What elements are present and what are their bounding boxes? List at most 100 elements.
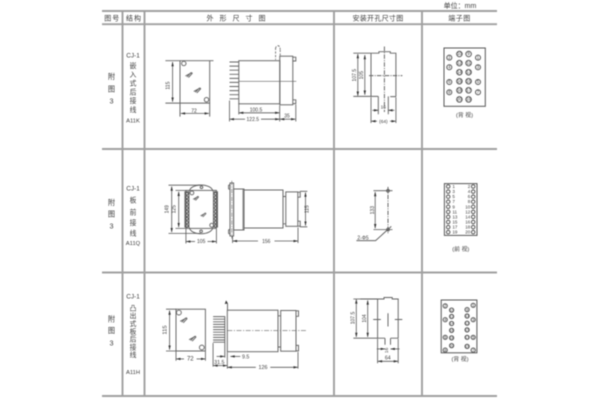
svg-text:6: 6 [444, 335, 447, 340]
svg-text:5: 5 [472, 335, 475, 340]
svg-text:线: 线 [130, 228, 137, 237]
svg-text:107.5: 107.5 [352, 69, 358, 82]
svg-text:4: 4 [468, 189, 471, 194]
svg-text:31.5: 31.5 [214, 360, 224, 366]
svg-text:11: 11 [452, 209, 457, 214]
svg-text:10: 10 [465, 204, 471, 209]
svg-text:9.5: 9.5 [242, 354, 249, 360]
svg-text:105: 105 [359, 71, 365, 80]
svg-text:14: 14 [457, 69, 462, 74]
svg-text:出: 出 [130, 311, 137, 320]
svg-text:20: 20 [449, 343, 454, 348]
svg-text:板: 板 [130, 327, 137, 336]
svg-text:105: 105 [197, 239, 206, 245]
svg-text:7: 7 [477, 89, 480, 94]
svg-text:156: 156 [262, 239, 271, 245]
svg-text:9: 9 [466, 307, 469, 312]
svg-text:8: 8 [444, 347, 447, 352]
svg-text:14: 14 [449, 321, 454, 326]
svg-text:15: 15 [466, 78, 471, 83]
svg-text:115: 115 [163, 325, 169, 334]
svg-text:A11Q: A11Q [126, 241, 141, 247]
svg-text:接: 接 [130, 218, 137, 227]
svg-text:19: 19 [452, 230, 458, 235]
svg-text:CJ-1: CJ-1 [126, 186, 140, 193]
svg-text:149: 149 [164, 205, 170, 214]
svg-text:前: 前 [130, 207, 137, 216]
svg-text:后: 后 [130, 87, 137, 96]
svg-text:1: 1 [477, 55, 480, 60]
svg-text:8: 8 [468, 199, 471, 204]
svg-text:6: 6 [448, 79, 451, 84]
svg-text:11: 11 [466, 60, 471, 65]
svg-text:3: 3 [452, 189, 455, 194]
svg-text:3: 3 [110, 339, 114, 348]
svg-text:15: 15 [465, 327, 470, 332]
svg-text:17: 17 [452, 225, 458, 230]
svg-text:入: 入 [130, 71, 137, 79]
svg-text:19: 19 [466, 97, 471, 102]
svg-text:5: 5 [477, 79, 480, 84]
svg-text:20: 20 [465, 230, 471, 235]
svg-text:133: 133 [370, 206, 376, 215]
svg-text:6: 6 [468, 194, 471, 199]
svg-text:16: 16 [465, 220, 471, 225]
svg-text:16: 16 [457, 78, 462, 83]
svg-text:64: 64 [385, 355, 391, 361]
svg-text:接: 接 [130, 96, 137, 105]
svg-text:CJ-1: CJ-1 [126, 53, 140, 60]
svg-text:9: 9 [467, 51, 470, 56]
svg-text:端子图: 端子图 [448, 13, 471, 22]
svg-text:126: 126 [259, 365, 268, 371]
svg-text:18: 18 [449, 335, 454, 340]
svg-text:图: 图 [108, 85, 115, 94]
svg-text:单位：mm: 单位：mm [444, 1, 477, 10]
svg-text:13: 13 [452, 214, 458, 219]
svg-text:9: 9 [452, 204, 455, 209]
svg-text:后: 后 [130, 335, 137, 344]
svg-text:14: 14 [465, 214, 471, 219]
svg-text:2: 2 [468, 184, 471, 189]
svg-text:16: 16 [381, 104, 387, 110]
svg-text:线: 线 [130, 350, 137, 359]
svg-text:35: 35 [284, 113, 290, 119]
svg-text:(背 视): (背 视) [456, 111, 473, 119]
svg-text:11: 11 [465, 313, 470, 318]
svg-text:19: 19 [465, 344, 470, 349]
svg-text:20: 20 [457, 97, 462, 102]
svg-text:8: 8 [448, 89, 451, 94]
svg-text:15: 15 [452, 220, 458, 225]
svg-text:安装开孔尺寸图: 安装开孔尺寸图 [352, 13, 403, 22]
svg-text:18: 18 [457, 88, 462, 93]
svg-text:17: 17 [465, 335, 470, 340]
svg-text:18: 18 [465, 225, 471, 230]
svg-text:CJ-1: CJ-1 [126, 294, 140, 301]
svg-text:附: 附 [108, 198, 115, 207]
svg-text:(背 视): (背 视) [451, 355, 468, 363]
svg-text:式: 式 [130, 79, 137, 88]
svg-text:100.5: 100.5 [250, 107, 263, 113]
svg-text:72: 72 [191, 108, 197, 114]
svg-text:2-Φ5: 2-Φ5 [357, 235, 368, 241]
svg-text:结构: 结构 [126, 13, 142, 22]
svg-text:凸: 凸 [130, 304, 137, 312]
svg-text:线: 线 [130, 105, 137, 114]
svg-text:3: 3 [110, 97, 114, 106]
svg-text:A11H: A11H [126, 370, 140, 376]
svg-text:2: 2 [448, 55, 451, 60]
svg-text:5: 5 [452, 194, 455, 199]
svg-text:125: 125 [171, 205, 177, 214]
svg-text:4: 4 [448, 64, 451, 69]
svg-text:115: 115 [165, 81, 171, 89]
svg-text:104: 104 [362, 314, 368, 323]
svg-text:17: 17 [466, 88, 471, 93]
svg-text:107.5: 107.5 [351, 312, 357, 325]
svg-text:115: 115 [305, 205, 311, 213]
svg-text:外形尺寸图: 外形尺寸图 [207, 13, 272, 22]
svg-text:7: 7 [452, 199, 455, 204]
svg-text:图号: 图号 [104, 14, 120, 22]
svg-text:3: 3 [472, 317, 475, 322]
svg-text:16: 16 [384, 347, 390, 353]
svg-text:(64): (64) [379, 119, 388, 125]
svg-text:72: 72 [187, 357, 194, 363]
